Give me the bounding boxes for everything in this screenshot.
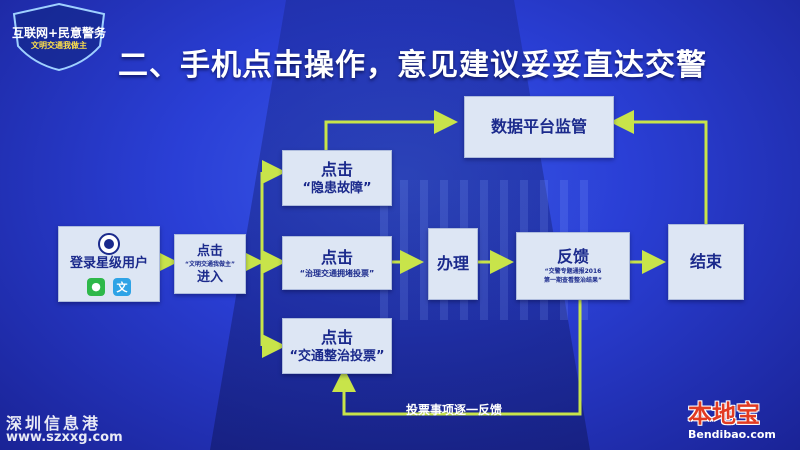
feedback-line3: 第一期查看整治结果” xyxy=(544,277,602,284)
platform-label: 数据平台监管 xyxy=(490,117,587,136)
rectify-line2: “交通整治投票” xyxy=(289,348,385,364)
end-label: 结束 xyxy=(689,252,722,271)
handle-box: 办理 xyxy=(428,228,478,300)
bendibao-logo: 本地宝 xyxy=(688,400,760,428)
watermark-url: www.szxxg.com xyxy=(6,430,123,445)
feedback-line2: “交警专题通报2016 xyxy=(544,268,602,275)
watermark-name: 深圳信息港 xyxy=(6,414,102,433)
hazard-box[interactable]: 点击 “隐患故障” xyxy=(282,150,392,206)
end-box: 结束 xyxy=(668,224,744,300)
platform-box: 数据平台监管 xyxy=(464,96,614,158)
enter-box: 点击 “文明交通我做主” 进入 xyxy=(174,234,246,294)
rectify-box[interactable]: 点击 “交通整治投票” xyxy=(282,318,392,374)
wechat-icon[interactable]: ● xyxy=(87,277,105,296)
badge-logo: 互联网+民意警务 文明交通我做主 xyxy=(4,2,114,72)
feedback-box: 反馈 “交警专题通报2016 第一期查看整治结果” xyxy=(516,232,630,300)
badge-title: 互联网+民意警务 xyxy=(11,26,107,40)
govern-line2: “治理交通拥堵投票” xyxy=(299,268,375,278)
hazard-line2: “隐患故障” xyxy=(302,180,372,196)
govern-box[interactable]: 点击 “治理交通拥堵投票” xyxy=(282,236,392,290)
bendibao-url: Bendibao.com xyxy=(688,428,776,441)
app-icon[interactable]: 文 xyxy=(113,277,131,296)
enter-line2: “文明交通我做主” xyxy=(185,260,235,268)
login-label: 登录星级用户 xyxy=(69,255,148,271)
handle-label: 办理 xyxy=(436,254,469,273)
hazard-line1: 点击 xyxy=(320,159,353,179)
enter-line1: 点击 xyxy=(196,243,223,259)
police-emblem-icon xyxy=(98,232,120,255)
login-box: 登录星级用户 ● 文 xyxy=(58,226,160,302)
page-title: 二、手机点击操作，意见建议妥妥直达交警 xyxy=(118,48,707,83)
feedback-loop-label: 投票事项逐一反馈 xyxy=(406,403,503,417)
enter-line3: 进入 xyxy=(196,269,223,285)
shield-icon xyxy=(12,2,106,72)
govern-line1: 点击 xyxy=(320,247,353,267)
badge-subtitle: 文明交通我做主 xyxy=(31,41,87,50)
rectify-line1: 点击 xyxy=(320,327,353,347)
feedback-line1: 反馈 xyxy=(556,247,589,266)
